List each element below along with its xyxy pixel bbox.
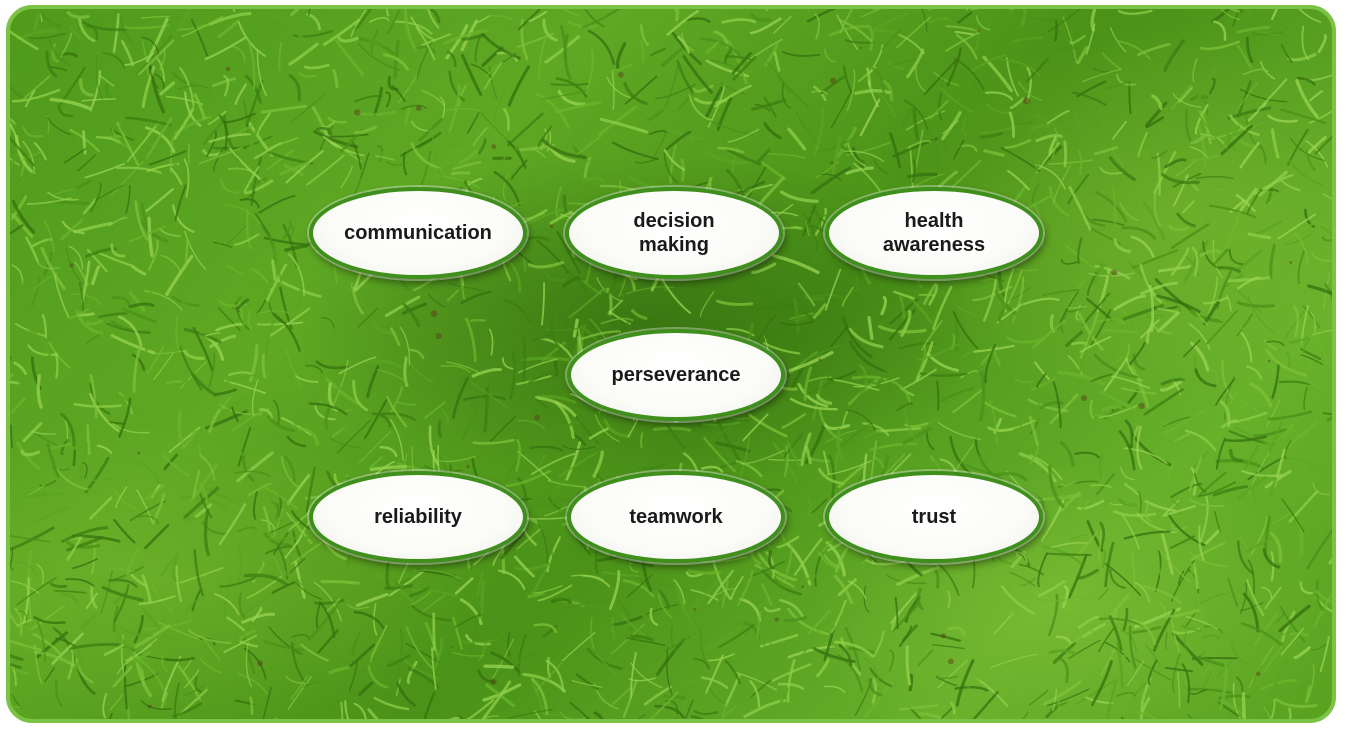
grass-panel: communication decision making health awa…	[6, 5, 1336, 723]
oval-teamwork: teamwork	[567, 471, 785, 563]
oval-trust: trust	[825, 471, 1043, 563]
oval-decision-making: decision making	[565, 187, 783, 279]
oval-reliability: reliability	[309, 471, 527, 563]
oval-label: perseverance	[611, 364, 741, 386]
oval-label: health awareness	[882, 210, 986, 256]
oval-label: teamwork	[629, 506, 723, 528]
oval-perseverance: perseverance	[567, 329, 785, 421]
oval-label: reliability	[374, 506, 462, 528]
oval-label: trust	[911, 506, 957, 528]
oval-label: communication	[344, 222, 492, 244]
oval-health-awareness: health awareness	[825, 187, 1043, 279]
oval-label: decision making	[633, 210, 715, 256]
oval-communication: communication	[309, 187, 527, 279]
